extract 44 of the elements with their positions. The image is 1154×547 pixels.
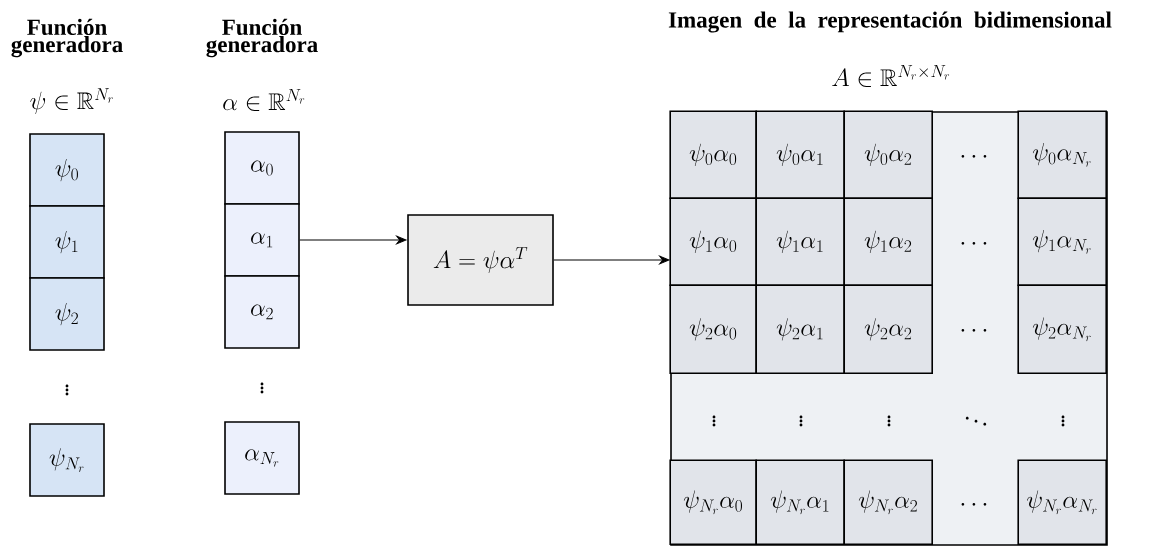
matrix-cell: $\psi_1 \alpha_0$ [669,197,757,286]
matrix-cell: $\psi_1 \alpha_1$ [755,197,845,286]
matrix-cell: $\psi_2 \alpha_{N_r}$ [1017,284,1107,374]
ellipsis-dots: $\cdots$ [961,155,987,158]
matrix-cell: $\psi_0 \alpha_0$ [669,110,757,199]
ellipsis-dots: $\vdots$ [887,415,891,427]
vector-cell: $\alpha_0$ [224,131,300,205]
arrow [299,235,407,245]
matrix-cell: $\psi_{N_r} \alpha_{N_r}$ [1017,459,1107,545]
ellipsis-dots: $\cdots$ [961,503,987,506]
ellipsis-dots: $\cdots$ [961,329,987,332]
matrix-cell: $\psi_2 \alpha_1$ [755,284,845,374]
formula-box: $A = \psi \alpha^T$ [407,214,554,306]
matrix-cell: $\psi_{N_r} \alpha_2$ [843,459,933,545]
column-heading: Función generadora [11,18,123,58]
ellipsis-dots: $\cdots$ [961,242,987,245]
title: Imagen de la representación bidimensional [668,11,1112,33]
vector-cell: $\psi_0$ [29,133,105,207]
vector-cell: $\alpha_2$ [224,275,300,349]
ellipsis-dots: $\ddots$ [965,416,987,426]
matrix-cell: $\psi_2 \alpha_2$ [843,284,933,374]
ellipsis-dots: $\vdots$ [1061,415,1065,427]
ellipsis-dots: $\vdots$ [65,384,69,396]
matrix-cell: $\psi_0 \alpha_{N_r}$ [1017,110,1107,199]
vector-cell: $\psi_2$ [29,277,105,351]
ellipsis-dots: $\vdots$ [260,382,264,394]
vector-cell: $\psi_{N_r}$ [29,423,105,497]
matrix-cell: $\psi_0 \alpha_1$ [755,110,845,199]
ellipsis-dots: $\vdots$ [799,415,803,427]
formula-label: $\psi \in \mathbb{R}^{N_r}$ [30,88,113,115]
column-heading: Función generadora [206,18,318,58]
vector-cell: $\alpha_1$ [224,203,300,277]
matrix-cell: $\psi_1 \alpha_2$ [843,197,933,286]
vector-cell: $\psi_1$ [29,205,105,279]
matrix-cell: $\psi_0 \alpha_2$ [843,110,933,199]
ellipsis-dots: $\vdots$ [712,415,716,427]
formula-label: $A \in \mathbb{R}^{N_r \times N_r}$ [832,65,950,87]
matrix-cell: $\psi_{N_r} \alpha_1$ [755,459,845,545]
matrix-cell: $\psi_2 \alpha_0$ [669,284,757,374]
matrix-cell: $\psi_{N_r} \alpha_0$ [669,459,757,545]
matrix-cell: $\psi_1 \alpha_{N_r}$ [1017,197,1107,286]
formula-label: $\alpha \in \mathbb{R}^{N_r}$ [223,89,305,111]
arrow [553,255,670,265]
vector-cell: $\alpha_{N_r}$ [224,421,300,495]
